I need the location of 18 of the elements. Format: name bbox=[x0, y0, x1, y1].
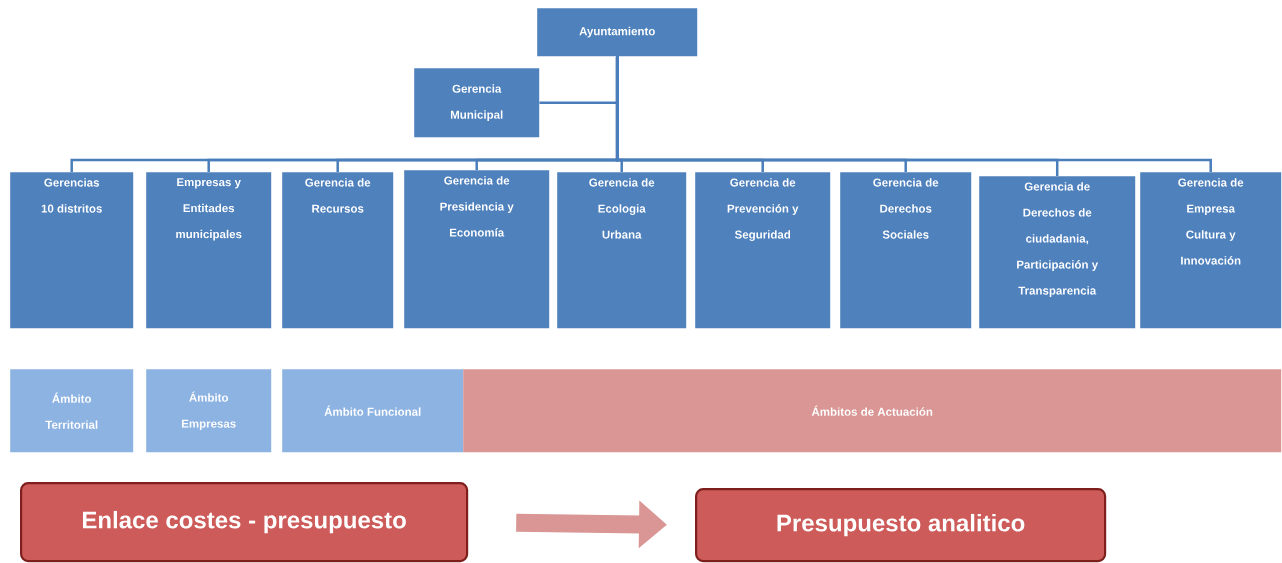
org-box: Ayuntamiento bbox=[537, 8, 698, 57]
scope-band: Ámbitos de Actuación bbox=[463, 369, 1282, 453]
connector bbox=[615, 56, 1212, 172]
org-box: Gerencia de Derechos de ciudadania, Participación y Transparencia bbox=[979, 176, 1136, 329]
org-box: Gerencia de Presidencia y Economía bbox=[404, 170, 550, 329]
scope-band: Ámbito Funcional bbox=[282, 369, 464, 453]
org-box: Gerencia de Derechos Sociales bbox=[840, 172, 972, 329]
org-box: Gerencia de Empresa Cultura y Innovación bbox=[1140, 172, 1282, 329]
org-box: Gerencias 10 distritos bbox=[10, 172, 134, 329]
org-box: Gerencia Municipal bbox=[414, 68, 540, 138]
org-box: Gerencia de Recursos bbox=[282, 172, 394, 329]
scope-band: Ámbito Empresas bbox=[146, 369, 272, 453]
org-box: Gerencia de Ecologia Urbana bbox=[557, 172, 687, 329]
scope-band: Ámbito Territorial bbox=[10, 369, 134, 453]
org-box: Empresas y Entitades municipales bbox=[146, 172, 272, 329]
org-box: Gerencia de Prevención y Seguridad bbox=[695, 172, 831, 329]
summary-box: Presupuesto analitico bbox=[695, 488, 1107, 563]
summary-box: Enlace costes - presupuesto bbox=[20, 482, 469, 563]
